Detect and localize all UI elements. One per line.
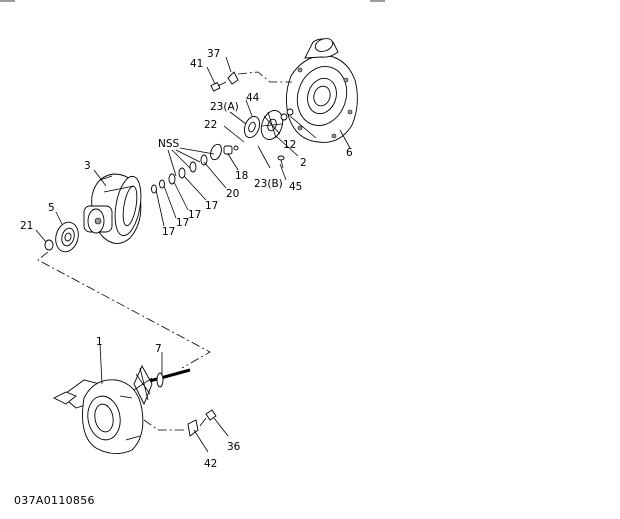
- callout-42: 41: [190, 58, 203, 70]
- center-housing-3: [83, 173, 142, 244]
- assembly-line-shaft: [37, 251, 211, 369]
- drawing-code: 037A0110856: [14, 494, 95, 507]
- callout-44: 44: [246, 92, 260, 104]
- turbine-shaft-6: [133, 364, 191, 406]
- callout-2: 2: [300, 157, 307, 169]
- callout-22: 21: [20, 220, 33, 232]
- bolt-42: [210, 81, 227, 92]
- callout-23b: 23(B): [254, 178, 283, 190]
- clip-41: [227, 71, 239, 85]
- seal-plate-44: [243, 115, 261, 139]
- callout-17-b: 17: [176, 217, 189, 229]
- callout-45: 45: [289, 181, 302, 193]
- callout-12: 12: [283, 139, 296, 151]
- callout-18: 18: [235, 170, 248, 182]
- assembly-line-36: [143, 419, 184, 431]
- callout-3: 3: [84, 160, 91, 172]
- callout-21: 22: [204, 119, 217, 131]
- impeller-2: [260, 110, 284, 140]
- turbine-housing-1: [52, 379, 144, 454]
- callout-17-d: 17: [205, 200, 218, 212]
- callout-23a: 23(A): [210, 101, 239, 113]
- bolt-36: [199, 409, 217, 427]
- thrust-parts: [151, 143, 239, 194]
- assembly-line-41: [237, 71, 292, 83]
- callout-17-a: 17: [162, 226, 175, 238]
- callout-36: 36: [227, 441, 241, 453]
- bolt-45: [277, 155, 285, 169]
- callout-20: 20: [226, 188, 239, 200]
- callout-41: 37: [207, 48, 220, 60]
- lockplate-37: [187, 419, 199, 437]
- callout-6: 7: [155, 343, 162, 355]
- compressor-housing: [286, 38, 358, 143]
- callout-1: 1: [96, 336, 103, 348]
- callout-17-c: 17: [188, 209, 201, 221]
- heat-shroud-5: [55, 221, 79, 253]
- ring-22: [44, 239, 54, 251]
- nut-12: [280, 108, 294, 121]
- callout-7: 6: [346, 147, 353, 159]
- callout-5: 5: [48, 202, 55, 214]
- leader-lines: [35, 56, 351, 453]
- callout-nss: NSS: [158, 138, 180, 150]
- callout-37: 42: [204, 458, 217, 470]
